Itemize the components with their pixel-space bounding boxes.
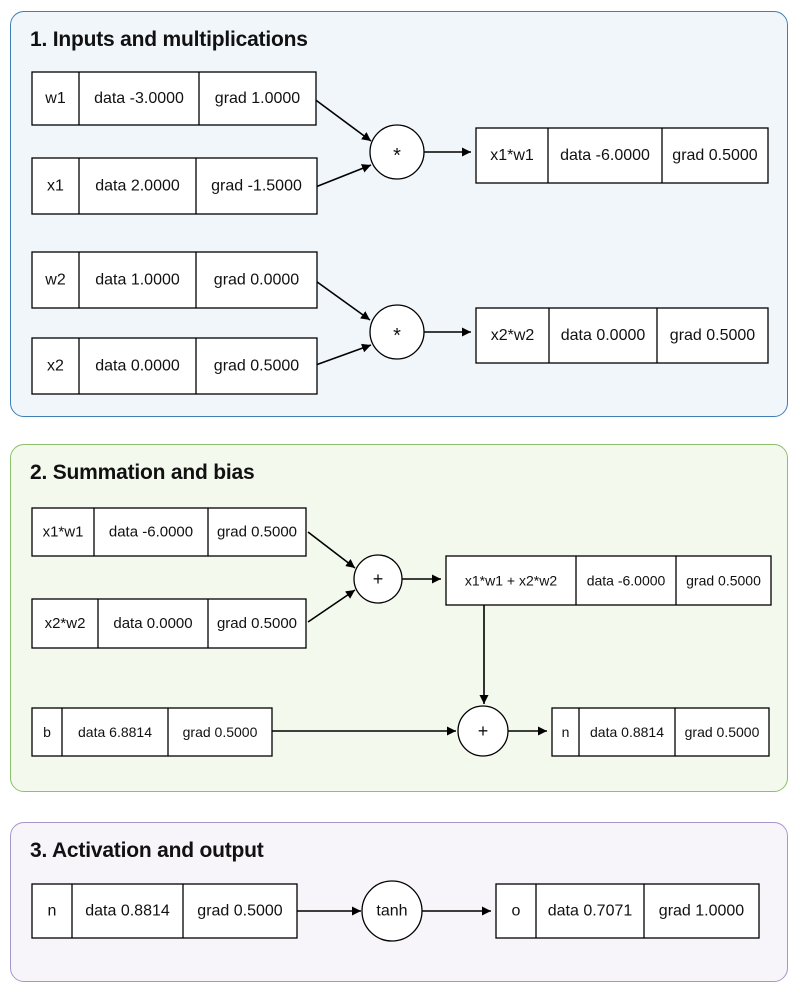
value-node-b: b data 6.8814 grad 0.5000 (31, 707, 273, 757)
op-node-add2: + (457, 705, 509, 757)
section-title: 3. Activation and output (30, 839, 264, 862)
value-node-sum: x1*w1 + x2*w2 data -6.0000 grad 0.5000 (445, 555, 772, 606)
value-node-n-s3: n data 0.8814 grad 0.5000 (31, 883, 298, 939)
node-box (31, 507, 307, 557)
node-box (445, 555, 772, 606)
node-data: data 0.7071 (548, 903, 633, 920)
op-circle (457, 705, 509, 757)
node-data: data 2.0000 (95, 178, 180, 195)
node-data: data -6.0000 (109, 524, 193, 541)
node-label: x1 (47, 178, 64, 195)
op-circle (353, 554, 403, 604)
node-grad: grad 0.5000 (183, 724, 258, 740)
section-title: 1. Inputs and multiplications (30, 28, 308, 51)
node-label: n (562, 724, 570, 740)
node-box (475, 307, 769, 364)
op-circle (369, 124, 425, 180)
node-label: n (48, 903, 57, 920)
section-title: 2. Summation and bias (30, 461, 255, 484)
node-box (475, 127, 769, 184)
op-symbol: * (393, 145, 401, 167)
value-node-x1w1-s2: x1*w1 data -6.0000 grad 0.5000 (31, 507, 307, 557)
node-data: data -6.0000 (587, 573, 666, 589)
node-label: w1 (44, 90, 66, 107)
node-data: data 6.8814 (78, 724, 152, 740)
node-grad: grad 0.5000 (214, 358, 300, 375)
value-node-w2: w2 data 1.0000 grad 0.0000 (31, 251, 318, 309)
node-data: data 1.0000 (95, 272, 180, 289)
node-data: data 0.8814 (590, 724, 664, 740)
node-grad: grad 1.0000 (659, 903, 745, 920)
node-box (31, 598, 307, 649)
node-data: data 0.8814 (85, 903, 170, 920)
op-node-mul1: * (369, 124, 425, 180)
node-label: x2 (47, 358, 64, 375)
value-node-w1: w1 data -3.0000 grad 1.0000 (31, 71, 317, 126)
value-node-x1w1: x1*w1 data -6.0000 grad 0.5000 (475, 127, 769, 184)
edge-x1w1_s2-to-add1 (307, 531, 356, 569)
operation-nodes: * * + + tanh (353, 124, 509, 942)
node-label: x1*w1 (490, 147, 534, 164)
node-box (31, 707, 273, 757)
edges (272, 97, 547, 916)
op-symbol: + (478, 721, 489, 741)
node-data: data -6.0000 (560, 147, 650, 164)
node-grad: grad 1.0000 (215, 90, 301, 107)
edge-w2-to-mul2 (312, 278, 371, 321)
node-grad: grad 0.5000 (670, 327, 756, 344)
node-box (31, 883, 298, 939)
node-label: b (43, 724, 51, 740)
op-node-add1: + (353, 554, 403, 604)
node-data: data 0.0000 (113, 615, 192, 632)
edge-x1-to-mul1 (312, 164, 372, 189)
node-grad: grad -1.5000 (211, 178, 302, 195)
value-node-n: n data 0.8814 grad 0.5000 (551, 707, 770, 757)
node-grad: grad 0.0000 (214, 272, 300, 289)
node-data: data 0.0000 (561, 327, 646, 344)
op-circle (361, 880, 423, 942)
value-nodes: w1 data -3.0000 grad 1.0000 x1 data 2.0000 gr… (31, 71, 772, 939)
value-node-o: o data 0.7071 grad 1.0000 (495, 883, 760, 939)
value-node-x1: x1 data 2.0000 grad -1.5000 (31, 157, 318, 215)
op-symbol: + (373, 569, 384, 589)
node-label: x1*w1 + x2*w2 (465, 573, 557, 589)
edge-x2w2_s2-to-add1 (307, 589, 356, 623)
value-node-x2: x2 data 0.0000 grad 0.5000 (31, 337, 318, 395)
node-data: data -3.0000 (94, 90, 184, 107)
op-node-mul2: * (369, 304, 425, 360)
node-grad: grad 0.5000 (672, 147, 758, 164)
edge-x2-to-mul2 (312, 343, 372, 367)
node-grad: grad 0.5000 (197, 903, 283, 920)
node-grad: grad 0.5000 (217, 524, 297, 541)
node-grad: grad 0.5000 (217, 615, 297, 632)
op-symbol: tanh (376, 903, 407, 920)
value-node-x2w2: x2*w2 data 0.0000 grad 0.5000 (475, 307, 769, 364)
node-grad: grad 0.5000 (686, 573, 761, 589)
edge-w1-to-mul1 (312, 97, 372, 142)
node-label: x2*w2 (45, 615, 86, 632)
node-box (551, 707, 770, 757)
node-data: data 0.0000 (95, 358, 180, 375)
node-label: o (512, 903, 521, 920)
node-grad: grad 0.5000 (685, 724, 760, 740)
value-node-x2w2-s2: x2*w2 data 0.0000 grad 0.5000 (31, 598, 307, 649)
node-label: x2*w2 (491, 327, 535, 344)
node-box (495, 883, 760, 939)
node-label: w2 (44, 272, 66, 289)
op-circle (369, 304, 425, 360)
node-label: x1*w1 (43, 524, 84, 541)
op-symbol: * (393, 325, 401, 347)
op-node-tanh: tanh (361, 880, 423, 942)
